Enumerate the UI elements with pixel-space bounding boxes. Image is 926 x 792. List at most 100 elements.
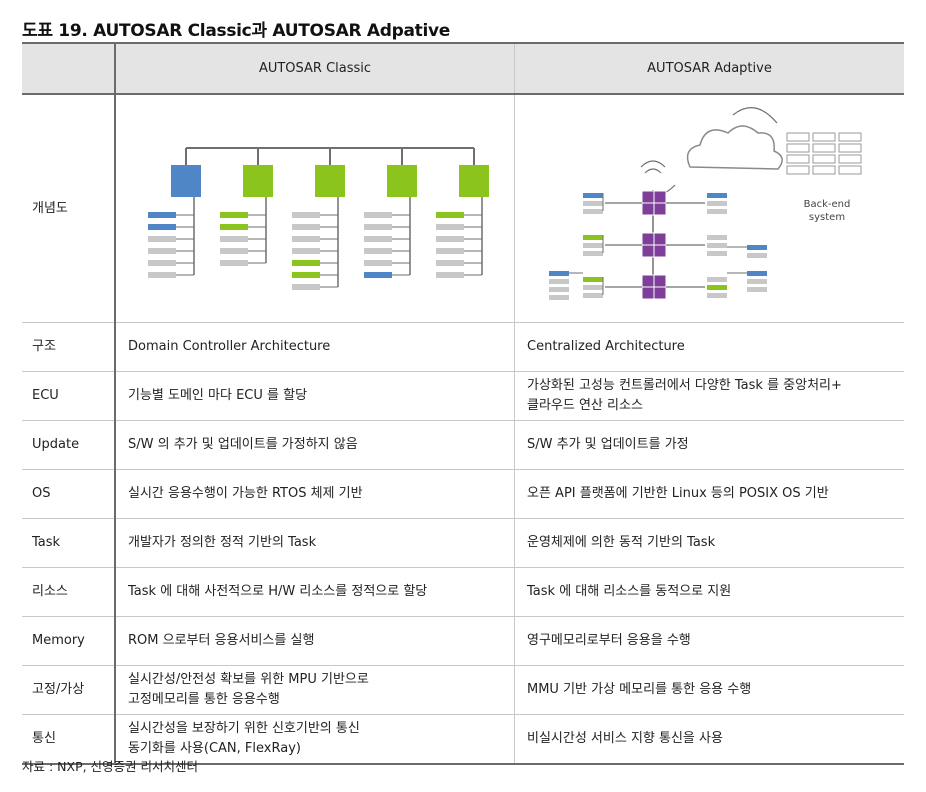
module-bar <box>707 193 727 198</box>
module-bar <box>436 236 464 242</box>
module-bar <box>148 272 176 278</box>
module-bar <box>292 236 320 242</box>
module-bar <box>707 243 727 248</box>
classic-cell: 실시간성을 보장하기 위한 신호기반의 통신 동기화를 사용(CAN, Flex… <box>115 714 515 765</box>
header-classic: AUTOSAR Classic <box>115 42 515 95</box>
module-bar <box>707 277 727 282</box>
module-bar <box>583 201 603 206</box>
ecu-box <box>171 165 201 197</box>
module-bar <box>220 260 248 266</box>
row-label: 리소스 <box>22 567 116 617</box>
adaptive-cell: 운영체제에 의한 동적 기반의 Task <box>514 518 904 568</box>
module-bar <box>364 260 392 266</box>
module-bar <box>707 235 727 240</box>
classic-diagram-cell <box>115 94 515 323</box>
adaptive-cell: Task 에 대해 리소스를 동적으로 지원 <box>514 567 904 617</box>
table-title: 도표 19. AUTOSAR Classic과 AUTOSAR Adpative <box>22 21 451 41</box>
classic-cell: Domain Controller Architecture <box>115 322 515 372</box>
table-header-row: AUTOSAR Classic AUTOSAR Adaptive <box>22 42 904 95</box>
adaptive-cell: Centralized Architecture <box>514 322 904 372</box>
server-unit <box>812 154 836 164</box>
module-bar <box>707 201 727 206</box>
module-bar <box>364 212 392 218</box>
server-unit <box>812 165 836 175</box>
classic-cell: 개발자가 정의한 정적 기반의 Task <box>115 518 515 568</box>
wifi-icon <box>640 160 666 168</box>
module-bar <box>583 209 603 214</box>
module-bar <box>364 272 392 278</box>
row-label: Memory <box>22 616 116 666</box>
classic-architecture-diagram <box>148 147 489 290</box>
row-label: 통신 <box>22 714 116 765</box>
classic-cell: S/W 의 추가 및 업데이트를 가정하지 않음 <box>115 420 515 470</box>
module-bar <box>436 212 464 218</box>
server-unit <box>786 143 810 153</box>
module-bar <box>148 248 176 254</box>
module-bar <box>220 248 248 254</box>
server-unit <box>838 132 862 142</box>
ecu-box <box>243 165 273 197</box>
module-bar <box>148 212 176 218</box>
module-bar <box>583 235 603 240</box>
ecu-box <box>459 165 489 197</box>
row-label: Update <box>22 420 116 470</box>
module-bar <box>220 236 248 242</box>
module-bar <box>707 293 727 298</box>
header-adaptive: AUTOSAR Adaptive <box>514 42 904 95</box>
module-bar <box>364 248 392 254</box>
row-label: Task <box>22 518 116 568</box>
ecu-box <box>315 165 345 197</box>
module-bar <box>549 279 569 284</box>
server-unit <box>812 143 836 153</box>
module-bar <box>549 271 569 276</box>
module-bar <box>436 272 464 278</box>
comparison-table: AUTOSAR Classic AUTOSAR Adaptive 개념도 Bac… <box>22 42 904 765</box>
server-unit <box>838 143 862 153</box>
adaptive-cell: 오픈 API 플랫폼에 기반한 Linux 등의 POSIX OS 기반 <box>514 469 904 519</box>
module-bar <box>220 224 248 230</box>
server-unit <box>812 132 836 142</box>
module-bar <box>148 236 176 242</box>
module-bar <box>747 271 767 276</box>
row-label-diagram: 개념도 <box>22 94 116 323</box>
module-bar <box>220 212 248 218</box>
module-bar <box>292 248 320 254</box>
server-unit <box>838 154 862 164</box>
module-bar <box>583 193 603 198</box>
arrow-cloud-server <box>732 107 778 124</box>
server-unit <box>786 154 810 164</box>
module-bar <box>583 293 603 298</box>
module-bar <box>292 272 320 278</box>
module-bar <box>583 251 603 256</box>
module-bar <box>747 253 767 258</box>
server-unit <box>838 165 862 175</box>
module-bar <box>549 295 569 300</box>
classic-cell: 실시간 응용수행이 가능한 RTOS 체제 기반 <box>115 469 515 519</box>
module-bar <box>292 224 320 230</box>
module-bar <box>148 260 176 266</box>
module-bar <box>364 236 392 242</box>
cloud-icon <box>686 125 783 170</box>
module-bar <box>436 260 464 266</box>
module-bar <box>549 287 569 292</box>
classic-cell: 실시간성/안전성 확보를 위한 MPU 기반으로 고정메모리를 통한 응용수행 <box>115 665 515 715</box>
classic-cell: 기능별 도메인 마다 ECU 를 할당 <box>115 371 515 421</box>
module-bar <box>583 243 603 248</box>
module-bar <box>292 212 320 218</box>
row-label: OS <box>22 469 116 519</box>
header-blank <box>22 42 116 95</box>
module-bar <box>583 277 603 282</box>
classic-cell: ROM 으로부터 응용서비스를 실행 <box>115 616 515 666</box>
server-unit <box>786 132 810 142</box>
